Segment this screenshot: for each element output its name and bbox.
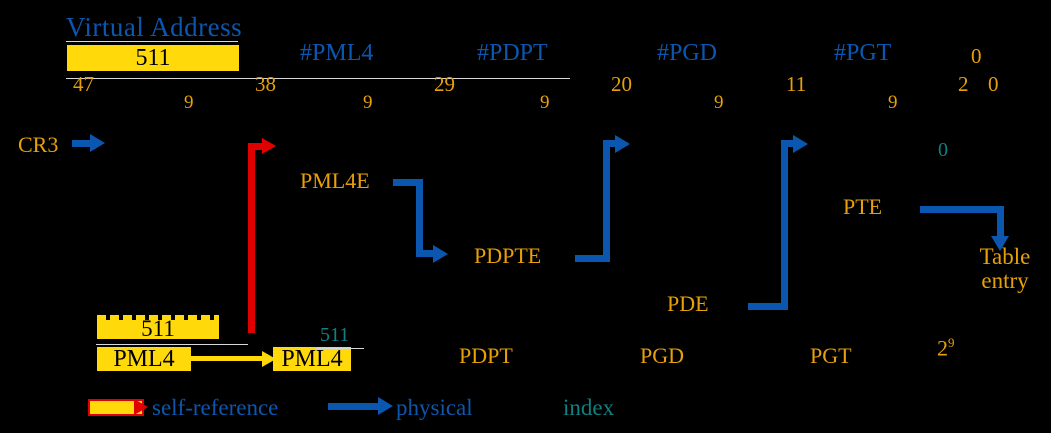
pdpte-arrow-vertical [603,146,610,262]
index-label-zero: 0 [938,139,948,161]
pml4e-entry-label: PML4E [300,168,370,193]
bit-position-11: 11 [786,72,807,96]
bit-position-2: 2 [958,72,969,96]
virtual-address-index-value: 511 [135,44,171,71]
field-width-3: 9 [714,92,724,113]
table-entry-line-1: Table [979,244,1031,269]
pde-entry-label: PDE [667,291,709,316]
pml4-table-right-label: PML4 [281,345,343,372]
field-name-pml4: #PML4 [300,40,374,66]
pte-arrow-vertical [997,206,1004,238]
pml4e-arrow-horizontal-bottom [416,250,436,257]
pde-arrow-head [793,135,808,153]
table-entry-line-2: entry [981,268,1029,294]
bit-position-20: 20 [611,72,632,96]
title-underline [66,41,238,42]
address-box-baseline [66,78,570,79]
index-511-underline [316,348,364,349]
self-reference-index-box: 511 [96,315,220,341]
legend-label-index: index [563,395,615,420]
self-reference-arrow-vertical [248,143,255,333]
cr3-register-label: CR3 [18,132,59,157]
bit-position-0-top: 0 [971,44,982,68]
field-width-1: 9 [363,92,373,113]
field-name-pgt: #PGT [834,40,892,66]
bit-position-38: 38 [255,72,276,96]
bit-position-29: 29 [434,72,455,96]
legend-self-reference-arrow-head [134,399,148,415]
virtual-address-index-box: 511 [66,44,240,72]
page-title: Virtual Address [66,12,243,42]
field-width-0: 9 [184,92,194,113]
pte-arrow-horizontal [920,206,1004,213]
table-entry-result: Table entry [962,244,1048,294]
bit-position-47: 47 [73,72,94,96]
table-label-pgt: PGT [810,343,852,368]
pml4-self-reference-shaft [175,356,265,361]
pde-arrow-horizontal-top [781,140,797,147]
pde-arrow-vertical [781,146,788,310]
pml4-table-left-label: PML4 [113,345,175,372]
cr3-arrow-shaft [72,140,92,147]
pdpte-arrow-horizontal-bottom [575,255,610,262]
legend-label-physical: physical [396,395,473,420]
pte-arrow-head [991,236,1009,251]
table-label-pgd: PGD [640,343,685,368]
pdpte-arrow-head [615,135,630,153]
field-name-pdpt: #PDPT [477,40,548,66]
legend-physical-arrow-head [378,397,393,415]
pde-arrow-horizontal-bottom [748,303,788,310]
bit-position-0-low: 0 [988,72,999,96]
pdpte-entry-label: PDPTE [474,243,542,268]
field-name-pgd: #PGD [657,40,718,66]
field-width-4: 9 [888,92,898,113]
field-width-2: 9 [540,92,550,113]
pdpte-arrow-horizontal-top [603,140,619,147]
entry-count-exponent: 9 [948,335,955,350]
entry-count-label: 29 [937,336,955,359]
self-reference-index-value: 511 [141,316,175,341]
self-reference-arrow-head [262,138,276,154]
self-reference-box-crenellation [97,315,219,320]
pml4e-arrow-head [433,245,448,263]
pml4-self-reference-head [262,351,276,367]
pml4-table-box-right: PML4 [272,346,352,372]
index-label-self-reference: 511 [320,324,350,346]
pml4e-arrow-vertical [416,179,423,257]
legend-physical-arrow-shaft [328,403,384,410]
pml4e-arrow-horizontal-top [393,179,423,186]
entry-count-base: 2 [937,335,948,361]
pte-entry-label: PTE [843,194,883,219]
table-label-pdpt: PDPT [459,343,513,368]
cr3-arrow-head [90,134,105,152]
self-reference-arrow-horizontal [248,143,266,150]
legend-label-self-reference: self-reference [152,395,279,420]
self-reference-box-baseline [96,344,248,345]
